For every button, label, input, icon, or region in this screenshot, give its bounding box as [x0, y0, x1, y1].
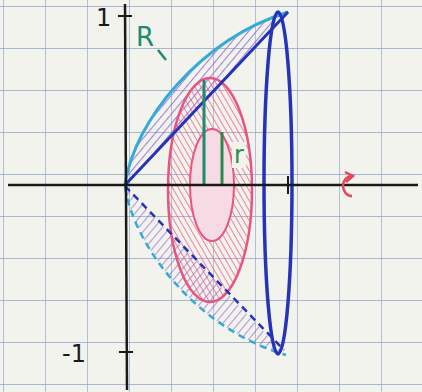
- radius-leader: [158, 50, 166, 60]
- x-axis: [8, 184, 418, 187]
- axis-value: -1: [62, 342, 86, 366]
- end-ellipse: [264, 12, 292, 354]
- lower-curve: [125, 187, 286, 355]
- y-tick: [119, 351, 133, 353]
- x-tick: [287, 176, 289, 194]
- radius-label: r: [232, 142, 246, 168]
- lower-line: [125, 186, 284, 350]
- washer-outer: [168, 78, 252, 302]
- rotation-arrowhead: [345, 172, 353, 182]
- radius-label: R: [136, 24, 154, 50]
- axis-value: 1: [96, 6, 111, 30]
- y-axis: [125, 4, 127, 390]
- outer-radius: [203, 80, 206, 184]
- inner-radius: [221, 132, 224, 184]
- y-tick: [118, 15, 132, 17]
